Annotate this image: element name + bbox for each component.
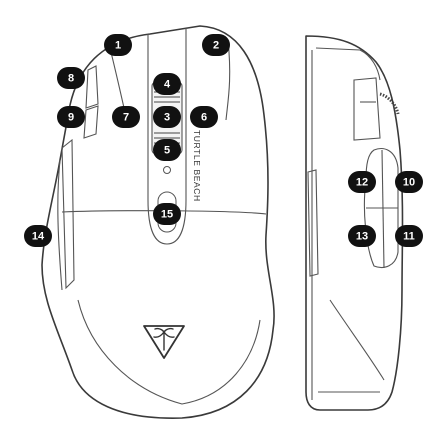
button-badge-label: 9 [68,112,74,124]
button-badge-label: 3 [164,112,170,124]
button-badge-5: 5 [153,139,181,161]
indicator-light [164,167,171,174]
button-badge-3: 3 [153,106,181,128]
button-badge-10: 10 [395,171,423,193]
button-badge-label: 7 [123,112,129,124]
button-badge-7: 7 [112,106,140,128]
button-badge-11: 11 [395,225,423,247]
button-badge-4: 4 [153,73,181,95]
side-button-8 [86,66,98,108]
button-badge-8: 8 [57,67,85,89]
button-badge-label: 12 [356,177,368,189]
button-badge-label: 6 [201,112,207,124]
button-badge-14: 14 [24,225,52,247]
button-badge-label: 11 [403,231,415,243]
button-badge-1: 1 [104,34,132,56]
button-badge-label: 13 [356,231,368,243]
mouse-side-view [306,36,403,410]
button-badge-2: 2 [202,34,230,56]
side-grip [308,170,318,276]
button-badge-15: 15 [153,203,181,225]
button-badge-13: 13 [348,225,376,247]
side-button-9 [84,106,98,138]
button-badge-label: 15 [161,209,173,221]
button-badge-6: 6 [190,106,218,128]
left-side-panel [62,140,74,288]
button-badge-12: 12 [348,171,376,193]
button-badge-label: 8 [68,73,74,85]
turtle-beach-logo-icon [144,326,184,358]
button-badge-label: 4 [164,79,171,91]
button-badge-label: 10 [403,177,415,189]
button-badge-9: 9 [57,106,85,128]
button-badge-label: 2 [213,40,219,52]
button-badge-label: 14 [32,231,45,243]
brand-text: TURTLE BEACH [192,130,202,202]
button-badge-label: 1 [115,40,121,52]
button-badge-label: 5 [164,145,170,157]
